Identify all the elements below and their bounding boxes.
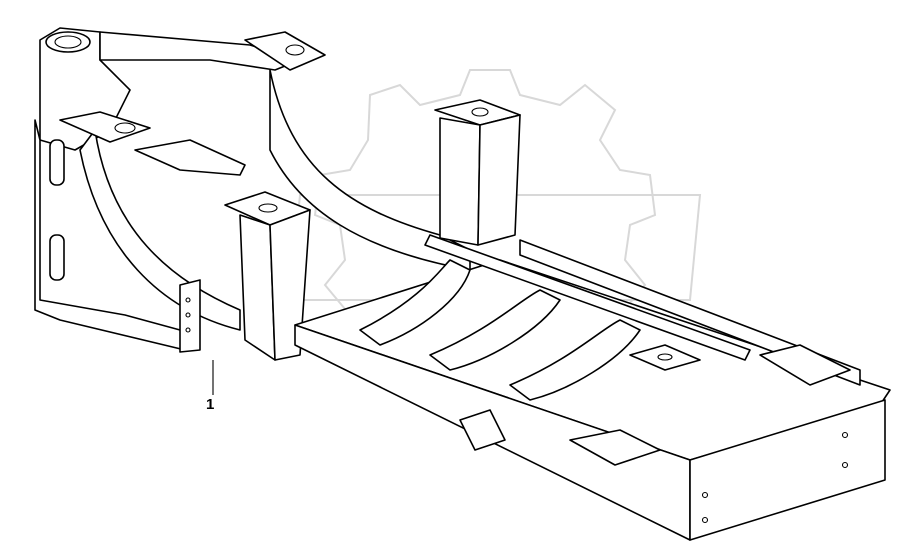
callout-label-1: 1 [206, 396, 215, 413]
main-frame [34, 27, 891, 541]
